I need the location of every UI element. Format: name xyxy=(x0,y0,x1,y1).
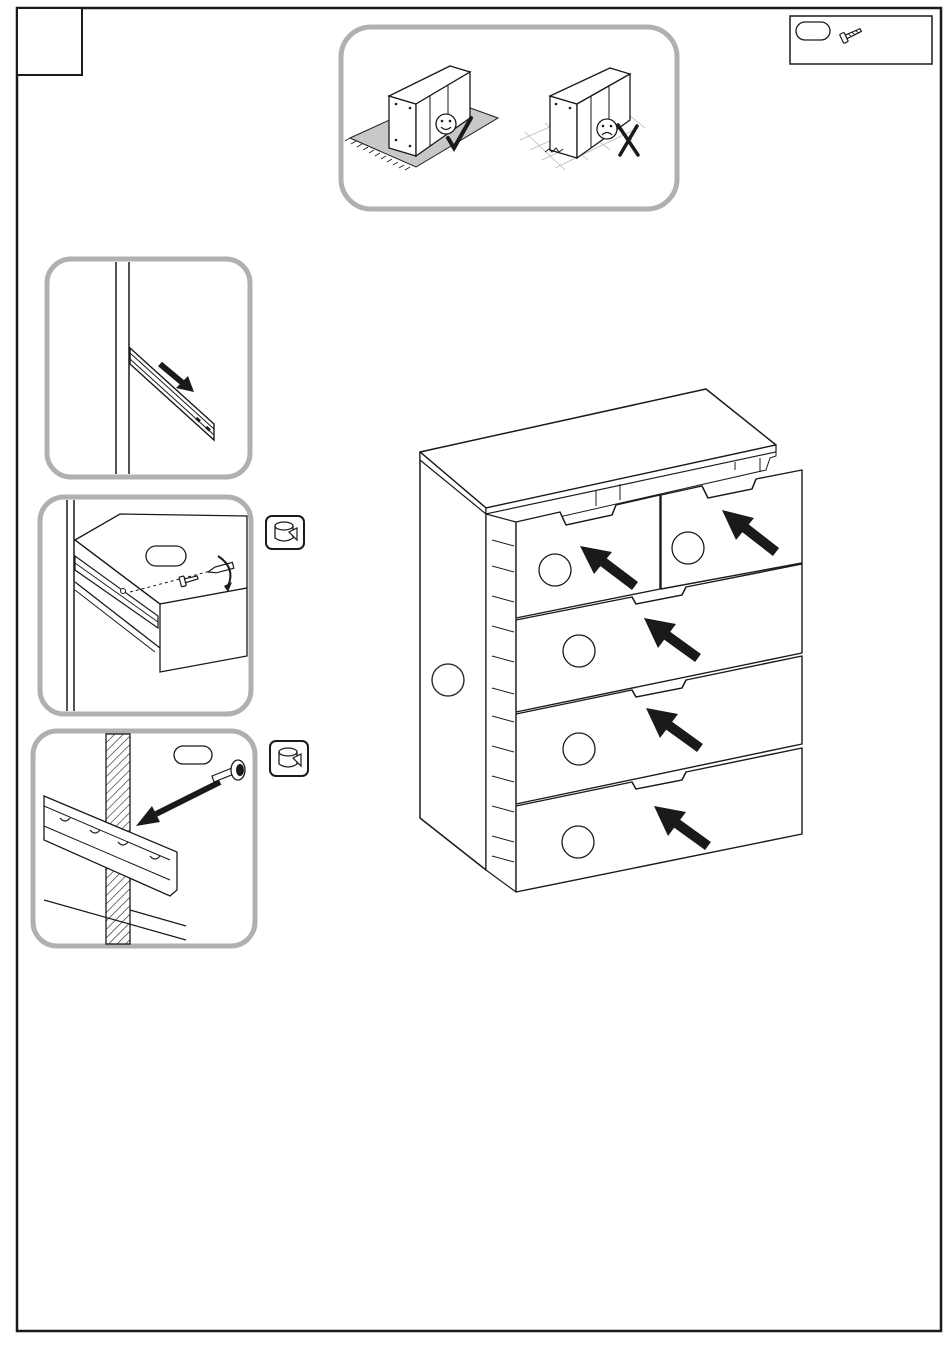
detail-panel-slide-rail xyxy=(47,259,250,477)
detail-panel-drawer-screw xyxy=(40,497,251,714)
part-label-badge xyxy=(174,746,212,764)
hardware-box xyxy=(790,16,932,64)
dresser-side-panel xyxy=(420,452,486,870)
quantity-badge xyxy=(796,22,830,40)
drawer-label-circle xyxy=(563,733,595,765)
sad-face-icon xyxy=(597,119,617,139)
tips-panel xyxy=(341,27,677,209)
part-label-badge xyxy=(146,546,186,566)
screwdriver-icon xyxy=(270,741,308,776)
drawer-label-circle xyxy=(672,532,704,564)
drawer-label-circle xyxy=(563,635,595,667)
side-label-circle xyxy=(432,664,464,696)
drawer-label-circle xyxy=(539,554,571,586)
step-number-box xyxy=(17,8,82,75)
dresser-illustration xyxy=(420,389,802,892)
screwdriver-icon xyxy=(266,516,304,549)
drawer-label-circle xyxy=(562,826,594,858)
detail-panel-cabinet-screw xyxy=(33,731,255,946)
smiley-face-icon xyxy=(436,114,456,134)
